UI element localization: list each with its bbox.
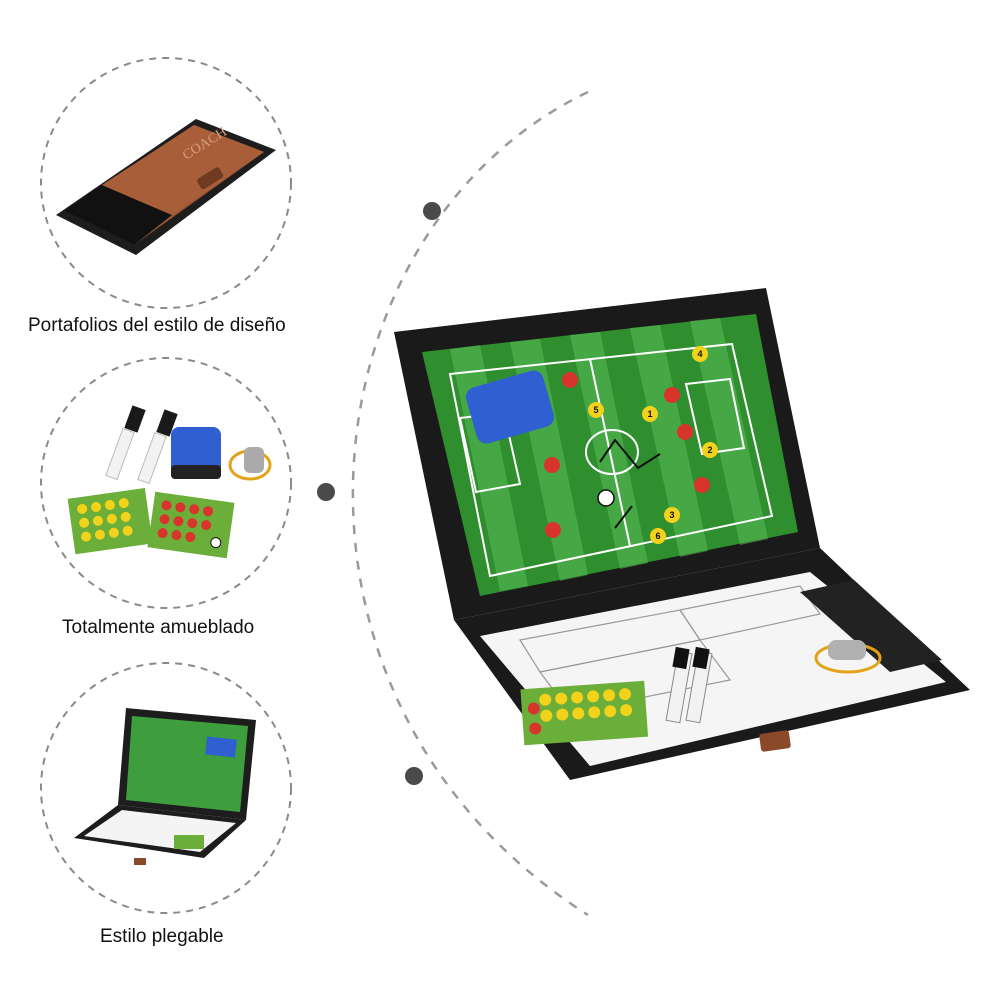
red-player-markers: [544, 372, 710, 538]
pocket-flap: [800, 580, 942, 672]
feature-portfolio: COACH: [36, 55, 296, 315]
marker-number: 6: [655, 531, 660, 541]
marker-number: 5: [593, 405, 598, 415]
dashed-arc: [351, 90, 589, 917]
marker-number: 1: [647, 409, 652, 419]
feature-folding: [36, 660, 296, 920]
magnet-card-red: [147, 491, 235, 559]
whistle-icon: [814, 640, 882, 674]
caption-folding: Estilo plegable: [100, 926, 224, 947]
ball-icon: [597, 489, 615, 507]
caption-portfolio: Portafolios del estilo de diseño: [28, 315, 286, 336]
magnet-card-yellow: [520, 680, 649, 746]
eraser-icon: [171, 427, 221, 479]
timeline-dot-1: [423, 202, 441, 220]
marker-number: 3: [669, 510, 674, 520]
yellow-player-markers: [588, 346, 718, 544]
whistle-icon: [228, 447, 272, 481]
leather-clasp: [759, 730, 791, 752]
magnet-card-yellow: [67, 487, 153, 555]
eraser-icon: [465, 370, 555, 444]
marker-icon: [105, 405, 146, 481]
timeline-dot-2: [317, 483, 335, 501]
marker-icon: [685, 646, 713, 724]
marker-icon: [665, 646, 693, 724]
accessories-kit-icon: [40, 357, 292, 609]
tactics-board-main: 4 5 1 2 3 6: [394, 288, 970, 780]
feature-accessories: [36, 355, 296, 615]
leather-portfolio-icon: COACH: [40, 57, 292, 309]
folding-board-icon: [40, 662, 292, 914]
timeline-dot-3: [405, 767, 423, 785]
marker-number: 2: [707, 445, 712, 455]
caption-accessories: Totalmente amueblado: [62, 617, 255, 638]
marker-number: 4: [697, 349, 702, 359]
marker-icon: [137, 409, 178, 485]
